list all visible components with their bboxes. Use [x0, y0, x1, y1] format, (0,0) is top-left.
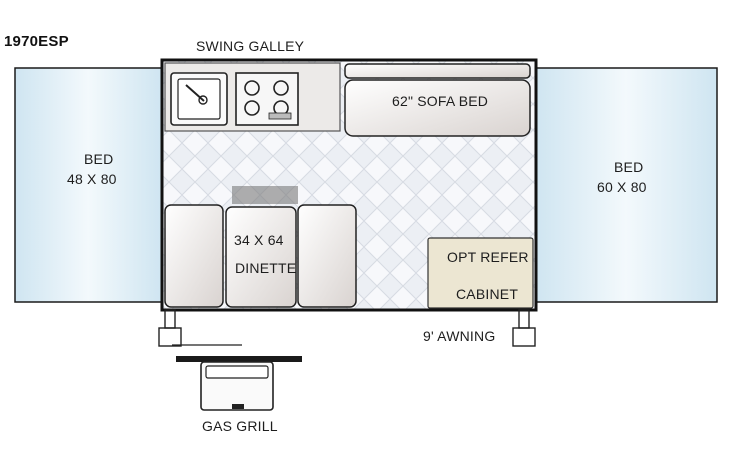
gas-grill — [176, 356, 302, 411]
refer-label-line2: CABINET — [456, 286, 519, 302]
bed-right-name: BED — [614, 159, 644, 175]
swing-galley-label: SWING GALLEY — [196, 38, 305, 54]
dinette-size-label: 34 X 64 — [234, 232, 284, 248]
model-number: 1970ESP — [4, 33, 69, 50]
dinette-seat-right — [297, 204, 357, 308]
right-stabilizer-jack — [512, 309, 536, 347]
sofa-bed — [344, 63, 531, 137]
bed-right-size: 60 X 80 — [597, 179, 647, 195]
dinette-table — [225, 206, 297, 308]
sofa-bed-label: 62" SOFA BED — [392, 93, 489, 109]
awning-label: 9' AWNING — [423, 328, 496, 344]
refer-cabinet — [427, 237, 534, 309]
stove-burner-icon — [235, 72, 299, 126]
dinette-label: DINETTE — [235, 260, 297, 276]
refer-label-line1: OPT REFER — [447, 249, 529, 265]
bed-left-name: BED — [84, 151, 114, 167]
dinette-seat-left — [164, 204, 224, 308]
left-stabilizer-jack — [158, 309, 182, 347]
bed-right — [534, 67, 718, 303]
bed-left-size: 48 X 80 — [67, 171, 117, 187]
dinette-shadow — [232, 186, 298, 204]
main-wall — [160, 58, 538, 312]
sink-icon — [170, 72, 228, 126]
gas-grill-label: GAS GRILL — [202, 418, 278, 434]
